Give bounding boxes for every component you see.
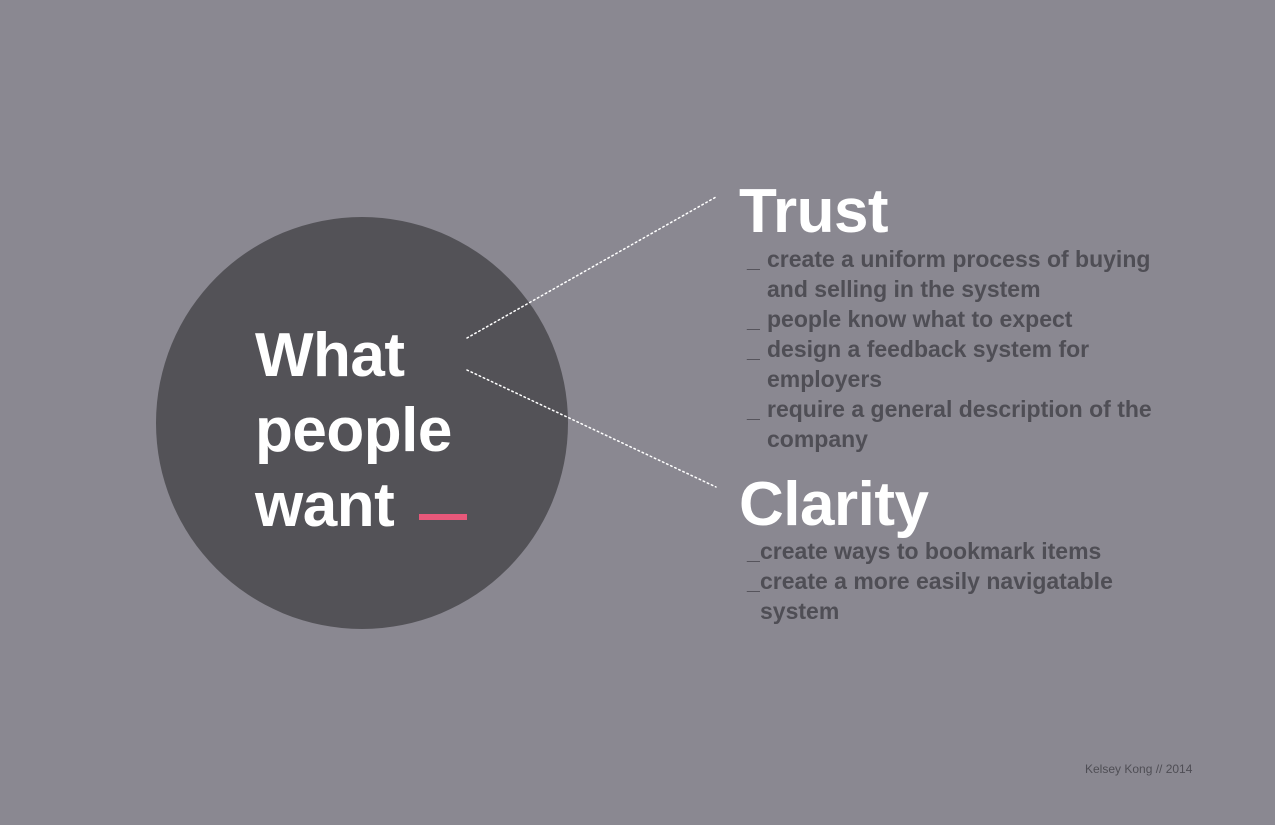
list-item: _ design a feedback system for employers: [747, 334, 1177, 394]
list-item: _ create a more easily navigatable syste…: [747, 566, 1177, 626]
list-item: _ require a general description of the c…: [747, 394, 1177, 454]
bullet-marker: _: [747, 538, 760, 564]
trust-title: Trust: [739, 177, 889, 246]
clarity-list: _ create ways to bookmark items _ create…: [747, 536, 1177, 626]
bullet-marker: _: [747, 396, 760, 422]
headline-line-3: want: [255, 471, 395, 540]
bullet-marker: _: [747, 568, 760, 594]
list-item: _ create a uniform process of buying and…: [747, 244, 1177, 304]
trust-list: _ create a uniform process of buying and…: [747, 244, 1177, 454]
headline-line-2: people: [255, 396, 452, 465]
headline-line-1: What: [255, 321, 405, 390]
bullet-text: require a general description of the com…: [767, 396, 1152, 452]
bullet-marker: _: [747, 336, 760, 362]
bullet-text: people know what to expect: [767, 306, 1073, 332]
clarity-title: Clarity: [739, 470, 929, 539]
list-item: _ create ways to bookmark items: [747, 536, 1177, 566]
bullet-text: create a uniform process of buying and s…: [767, 246, 1151, 302]
bullet-marker: _: [747, 306, 760, 332]
center-headline: What people want: [255, 318, 452, 543]
bullet-text: create a more easily navigatable system: [760, 568, 1113, 624]
bullet-marker: _: [747, 246, 760, 272]
accent-dash: [419, 514, 467, 520]
bullet-text: create ways to bookmark items: [760, 538, 1102, 564]
list-item: _ people know what to expect: [747, 304, 1177, 334]
bullet-text: design a feedback system for employers: [767, 336, 1090, 392]
credit-text: Kelsey Kong // 2014: [1085, 762, 1193, 776]
